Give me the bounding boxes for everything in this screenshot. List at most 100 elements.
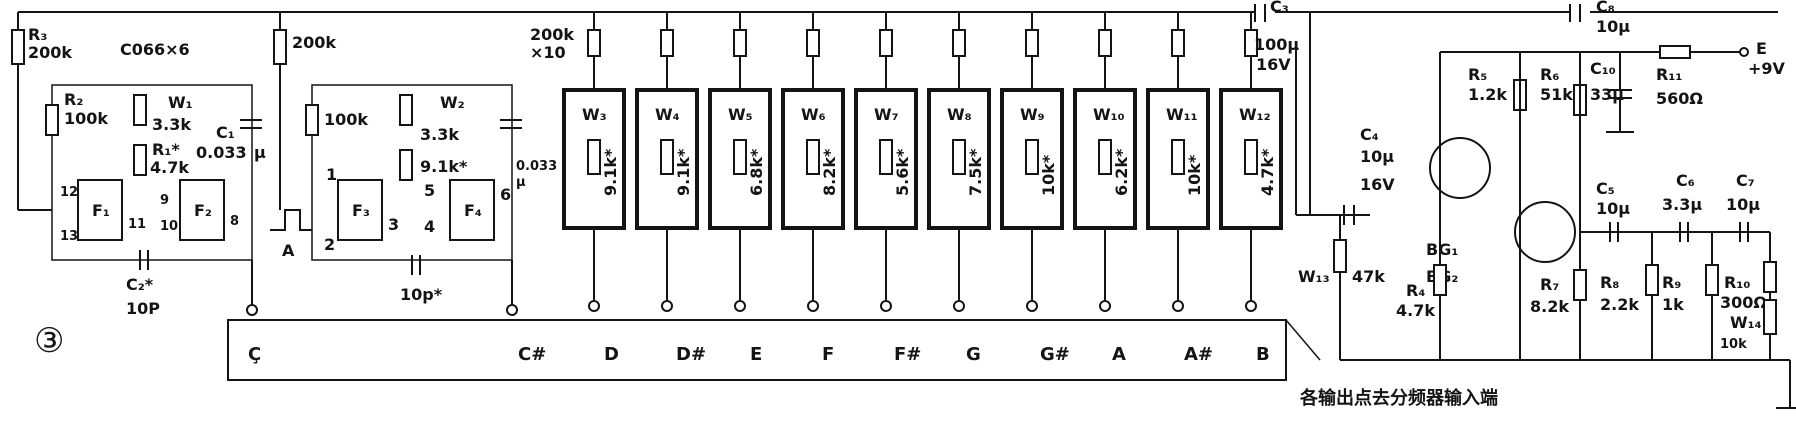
r7-name: R₇ — [1540, 275, 1559, 294]
pot-inner-resistor — [1098, 139, 1112, 175]
figure-label: ③ — [34, 321, 64, 361]
output-key-label: Ç — [248, 344, 261, 365]
pin-5: 5 — [424, 181, 435, 200]
w2-pot — [399, 94, 413, 126]
pot-series-resistor — [733, 29, 747, 57]
output-key-label: D — [604, 344, 619, 365]
c-10p-value: 10p* — [400, 285, 443, 304]
gate-f1 — [77, 179, 123, 241]
pin-3: 3 — [388, 215, 399, 234]
bg1-label: BG₁ — [1426, 240, 1458, 259]
pot-value: 6.2k* — [1112, 148, 1131, 196]
pin-10: 10 — [160, 219, 178, 234]
supply-terminal — [1739, 47, 1749, 57]
r6-name: R₆ — [1540, 65, 1559, 84]
r8-resistor — [1645, 264, 1659, 296]
supply-voltage: +9V — [1748, 59, 1786, 78]
pot-output-terminal — [953, 300, 965, 312]
r9-value: 1k — [1662, 295, 1684, 314]
pot-name: W₄ — [655, 105, 680, 124]
gate-f2-label: F₂ — [194, 201, 212, 220]
pulse-symbol — [270, 209, 312, 231]
pot-output-terminal — [880, 300, 892, 312]
c1-value: 0.033 — [196, 143, 247, 162]
osc1-output-terminal — [246, 304, 258, 316]
r9-resistor — [1705, 264, 1719, 296]
r1-value: 4.7k — [150, 158, 189, 177]
pot-inner-resistor — [1025, 139, 1039, 175]
r4-resistor — [1433, 264, 1447, 296]
r7-value: 8.2k — [1530, 297, 1569, 316]
pot-value: 8.2k* — [820, 148, 839, 196]
transistor-bg1 — [1429, 137, 1491, 199]
transistor-bg2 — [1514, 201, 1576, 263]
c7-value: 10μ — [1726, 195, 1760, 214]
r-100k-resistor — [305, 104, 319, 136]
pot-name: W₇ — [874, 105, 899, 124]
c2-value: 10P — [126, 299, 160, 318]
gate-f3 — [337, 179, 383, 241]
w13-name: W₁₃ — [1298, 267, 1330, 286]
pot-series-resistor — [806, 29, 820, 57]
r-200k-2 — [273, 29, 287, 65]
c3-name: C₃ — [1270, 0, 1289, 16]
r3-resistor — [11, 29, 25, 65]
w2-name: W₂ — [440, 93, 465, 112]
supply-label: E — [1756, 39, 1767, 58]
c4-name: C₄ — [1360, 125, 1379, 144]
c1-name: C₁ — [216, 123, 235, 142]
r10-name: R₁₀ — [1724, 273, 1750, 292]
c10-value: 33μ — [1590, 85, 1624, 104]
c6-name: C₆ — [1676, 171, 1695, 190]
r1-name: R₁* — [152, 140, 180, 159]
pot-output-terminal — [807, 300, 819, 312]
output-key-strip — [227, 319, 1287, 381]
output-key-label: A — [1112, 344, 1126, 365]
w14-name: W₁₄ — [1730, 313, 1762, 332]
r2-resistor — [45, 104, 59, 136]
r-100k-value: 100k — [324, 110, 368, 129]
pot-bank-multiplier: ×10 — [530, 43, 566, 62]
pot-value: 9.1k* — [601, 148, 620, 196]
pot-value: 10k* — [1039, 154, 1058, 196]
pot-inner-resistor — [806, 139, 820, 175]
c4-voltage: 16V — [1360, 175, 1395, 194]
pot-inner-resistor — [587, 139, 601, 175]
r11-resistor — [1659, 45, 1691, 59]
osc1-frame — [51, 84, 253, 261]
c8-name: C₈ — [1596, 0, 1615, 16]
r9-name: R₉ — [1662, 273, 1681, 292]
output-note: 各输出点去分频器输入端 — [1299, 387, 1498, 409]
r-9-1k-value: 9.1k* — [420, 157, 468, 176]
pin-11: 11 — [128, 217, 146, 232]
pot-series-resistor — [879, 29, 893, 57]
pot-inner-resistor — [879, 139, 893, 175]
r6-value: 51k — [1540, 85, 1573, 104]
pot-series-resistor — [1098, 29, 1112, 57]
note-leader — [1285, 319, 1321, 361]
r-9-1k-resistor — [399, 149, 413, 181]
c3-voltage: 16V — [1256, 55, 1291, 74]
ic-label: C066×6 — [120, 40, 190, 59]
w2-value: 3.3k — [420, 125, 459, 144]
r1-resistor — [133, 144, 147, 176]
r4-name: R₄ — [1406, 281, 1425, 300]
c2-name: C₂* — [126, 275, 154, 294]
pot-name: W₃ — [582, 105, 607, 124]
gate-f4 — [449, 179, 495, 241]
pot-value: 4.7k* — [1258, 148, 1277, 196]
r2-name: R₂ — [64, 90, 83, 109]
output-key-label: G# — [1040, 344, 1070, 365]
r-200k-2-value: 200k — [292, 33, 336, 52]
r2-value: 100k — [64, 109, 108, 128]
pot-name: W₆ — [801, 105, 826, 124]
pot-value: 5.6k* — [893, 148, 912, 196]
gate-f1-label: F₁ — [92, 201, 110, 220]
pot-output-terminal — [1026, 300, 1038, 312]
output-key-label: C# — [518, 344, 546, 365]
c7-name: C₇ — [1736, 171, 1755, 190]
pot-inner-resistor — [660, 139, 674, 175]
pot-name: W₁₂ — [1239, 105, 1271, 124]
c5-value: 10μ — [1596, 199, 1630, 218]
